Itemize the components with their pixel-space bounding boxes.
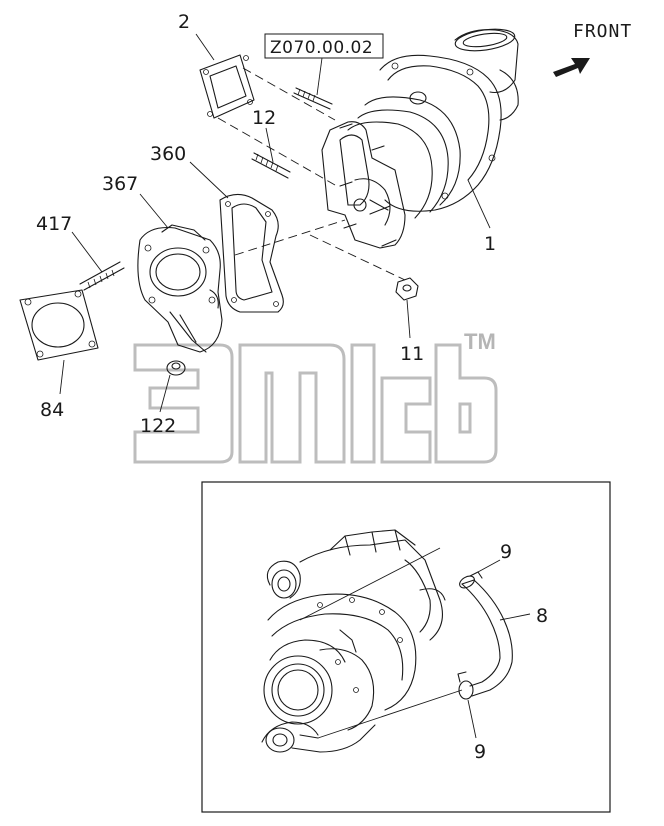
part-84-gasket <box>19 289 99 361</box>
callout-9-lower: 9 <box>474 741 486 763</box>
callout-12: 12 <box>252 107 276 129</box>
callout-8: 8 <box>536 605 548 627</box>
part-11-nut <box>395 277 419 301</box>
part-1-turbocharger <box>321 28 519 249</box>
callout-1: 1 <box>484 233 496 255</box>
detail-turbocharger <box>261 529 446 753</box>
part-417-stud <box>79 261 125 291</box>
part-9-clamp-lower <box>457 671 474 700</box>
watermark-trademark: TM <box>464 329 496 354</box>
part-stud-ref <box>293 87 333 110</box>
part-360-gasket <box>219 193 284 313</box>
watermark-logo: TM <box>133 329 498 464</box>
reference-box <box>264 33 384 59</box>
arrow-right-down-icon <box>553 58 590 77</box>
part-12-stud <box>251 152 291 179</box>
reference-code: Z070.00.02 <box>270 38 373 58</box>
callout-122: 122 <box>140 415 176 437</box>
part-122-nut <box>166 360 186 376</box>
part-8-hose <box>461 579 513 697</box>
part-367-housing <box>137 224 223 353</box>
callout-84: 84 <box>40 399 64 421</box>
callout-2: 2 <box>178 11 190 33</box>
callout-9-upper: 9 <box>500 541 512 563</box>
callout-417: 417 <box>36 213 72 235</box>
callout-11: 11 <box>400 343 424 365</box>
callout-360: 360 <box>150 143 186 165</box>
detail-box <box>201 481 611 813</box>
part-2-gasket <box>199 54 255 119</box>
callout-367: 367 <box>102 173 138 195</box>
front-label: FRONT <box>573 21 632 42</box>
